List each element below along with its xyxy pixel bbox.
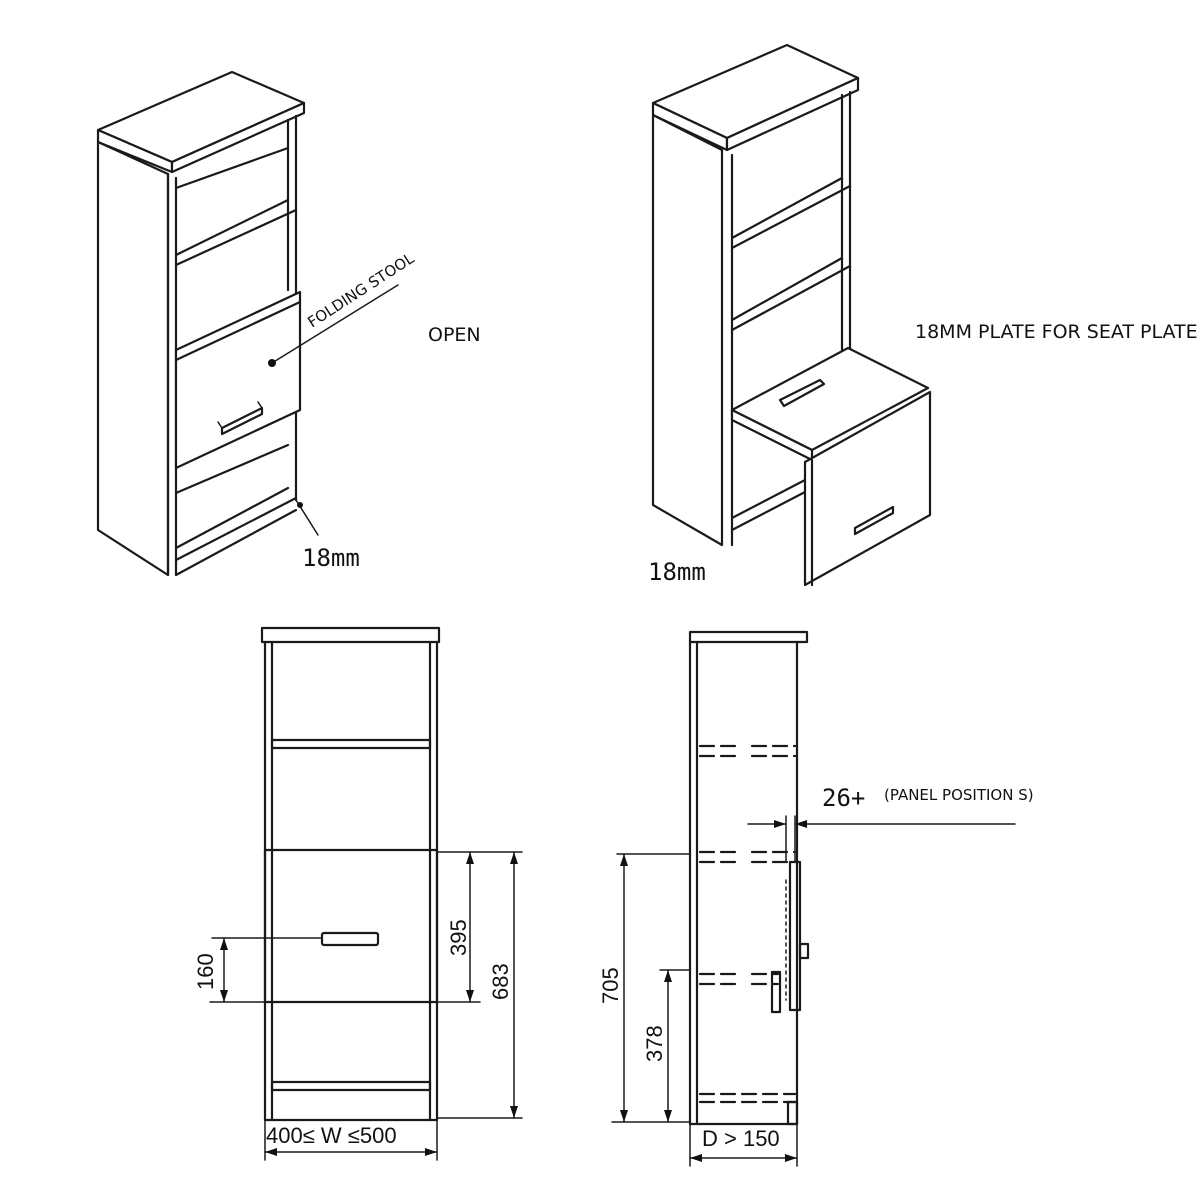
dim-depth-min: D > 150 (702, 1126, 780, 1151)
dashed-shelves (698, 744, 797, 1104)
open-cabinet-view (651, 43, 932, 587)
front-dimension-lines (209, 851, 523, 1161)
dim-hinge-height: 378 (642, 1025, 667, 1062)
dim-handle-height: 160 (193, 953, 218, 990)
dim-total-lower: 683 (488, 963, 513, 1000)
side-elevation (688, 630, 810, 1126)
open-label: OPEN (428, 324, 481, 346)
dim-door-height: 395 (446, 919, 471, 956)
closed-cabinet-view (96, 70, 399, 577)
folding-stool-label: FOLDING STOOL (304, 249, 418, 331)
panel-position-note: (PANEL POSITION S) (884, 786, 1034, 804)
seat-plate-label: 18MM PLATE FOR SEAT PLATE (915, 321, 1198, 343)
dim-seat-height: 705 (598, 967, 623, 1004)
thickness-label-left: 18mm (302, 544, 360, 572)
thickness-label-right: 18mm (648, 558, 706, 586)
side-dimension-lines (611, 815, 1016, 1167)
front-elevation (260, 626, 441, 1122)
dim-width-range: 400≤ W ≤500 (266, 1123, 397, 1148)
panel-position-value: 26+ (822, 784, 865, 812)
